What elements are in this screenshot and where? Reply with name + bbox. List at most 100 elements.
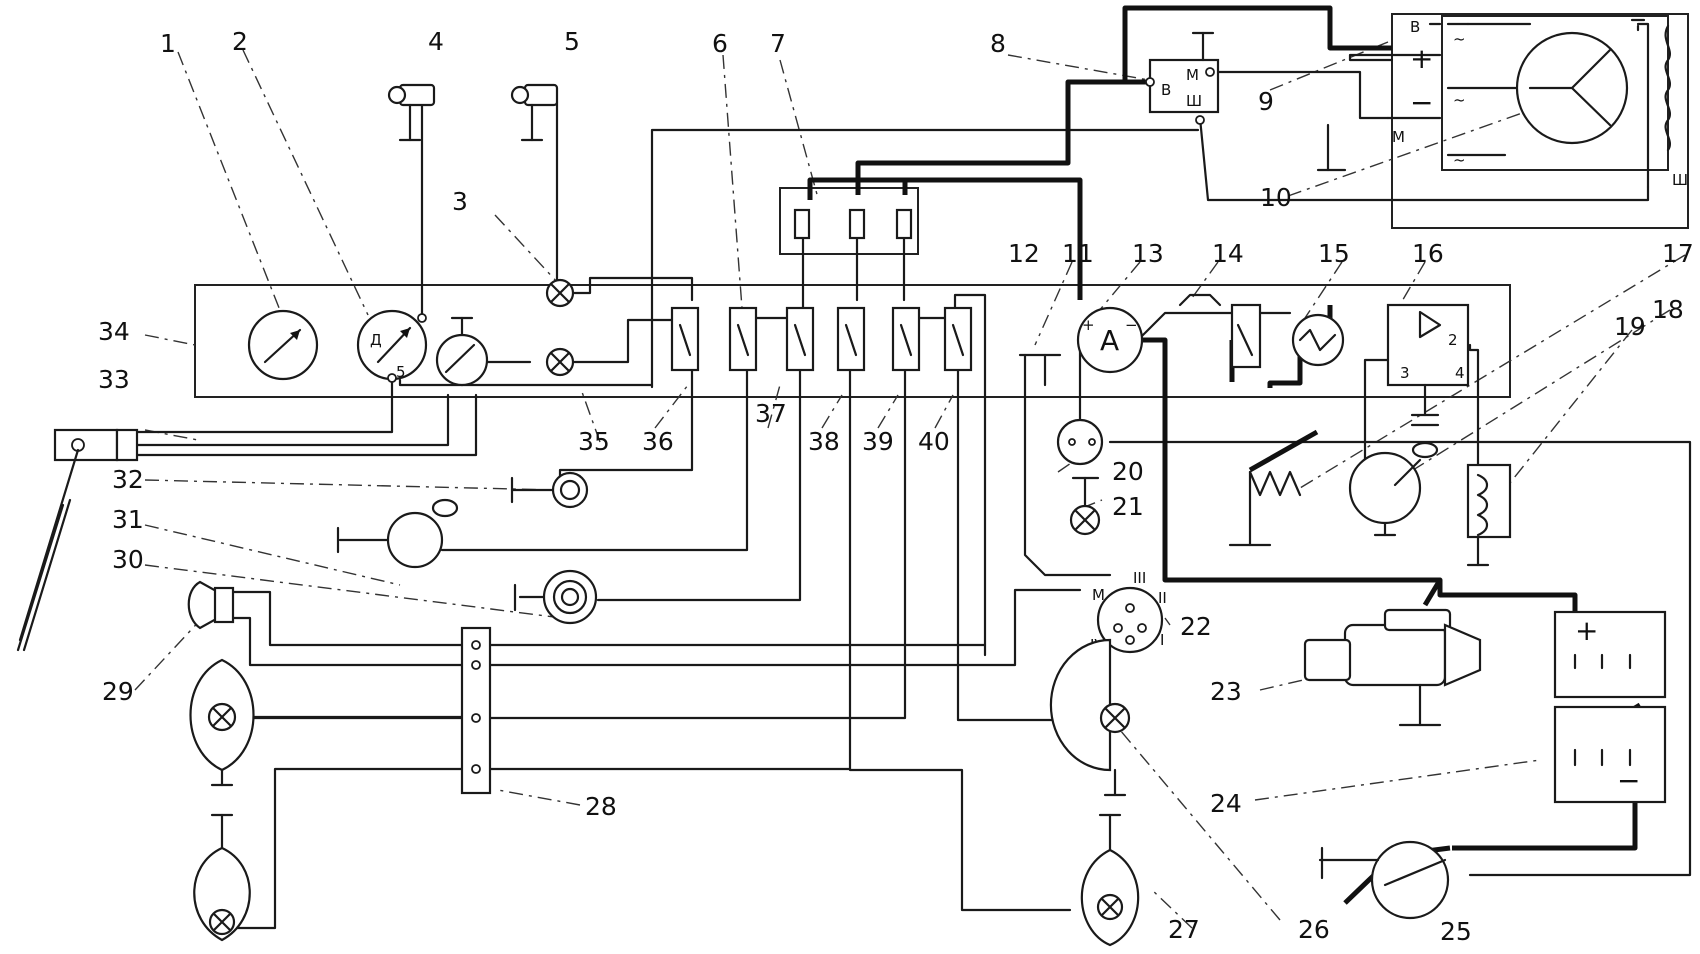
relay-m-label: М [1186,66,1199,84]
label-34: 34 [98,317,130,346]
headlight-icon-left [189,658,255,787]
label-23: 23 [1210,677,1242,706]
horn-icon-29 [187,580,235,630]
gauge-d-label: Д [370,331,382,349]
ign-2-label: II [1158,589,1167,607]
starter-motor-icon [1303,608,1482,727]
callout-labels: 1 2 3 4 5 6 7 8 9 10 11 12 13 14 15 16 1… [98,27,1694,946]
label-12: 12 [1008,239,1040,268]
generator-icon: В + − М ~ ~ ~ Ш [1316,18,1688,189]
label-33: 33 [98,365,130,394]
label-24: 24 [1210,789,1242,818]
foglamp-icon-left [193,813,251,942]
label-25: 25 [1440,917,1472,946]
sensor-icon-5 [510,83,559,142]
label-20: 20 [1112,457,1144,486]
label-37: 37 [755,399,787,428]
temperature-gauge-icon [1291,313,1345,367]
label-40: 40 [918,427,950,456]
capacitor-icon [1410,383,1440,427]
label-30: 30 [112,545,144,574]
connector-28 [460,626,492,795]
label-10: 10 [1260,183,1292,212]
gen-m-label: М [1392,128,1405,146]
gen-minus-label: − [1410,86,1433,119]
label-9: 9 [1258,87,1274,116]
ammeter-a-label: A [1100,324,1119,357]
label-4: 4 [428,27,444,56]
label-31: 31 [112,505,144,534]
fuel-gauge-icon: Д 5 [356,309,428,383]
label-39: 39 [862,427,894,456]
label-3: 3 [452,187,468,216]
relay-b-label: В [1161,81,1171,99]
label-28: 28 [585,792,617,821]
plug-icon-20 [1056,418,1104,466]
coil-icon-19 [1466,463,1512,567]
label-38: 38 [808,427,840,456]
label-14: 14 [1212,239,1244,268]
thin-wires [136,22,1692,930]
label-35: 35 [578,427,610,456]
label-1: 1 [160,29,176,58]
switch-icon-12 [1018,353,1062,387]
gen-ac-2: ~ [1453,91,1466,109]
ign-3-label: III [1133,569,1146,587]
label-32: 32 [112,465,144,494]
sensor-icon-4 [387,83,436,142]
connector-33 [53,428,139,462]
fuse-icon-13 [1178,293,1222,307]
headlight-icon-26 [1049,638,1131,797]
gauge-5-label: 5 [396,363,406,381]
label-16: 16 [1412,239,1444,268]
gen-ac-3: ~ [1453,151,1466,169]
relay-regulator: В М Ш [1145,31,1220,125]
ammeter-plus-label: + [1082,316,1095,334]
ign-m-label: М [1092,586,1105,604]
lamp-icon-3 [545,278,575,308]
label-7: 7 [770,29,786,58]
label-8: 8 [990,29,1006,58]
instrument-panel [194,284,1511,398]
label-17: 17 [1662,239,1694,268]
horn-icon-17 [1228,470,1302,547]
label-36: 36 [642,427,674,456]
sw16-2-label: 2 [1448,331,1458,349]
label-6: 6 [712,29,728,58]
lamp-icon-32 [510,471,589,509]
fuse-icon [793,208,913,240]
battery-switch-icon [1318,840,1450,920]
battery-minus-label: − [1617,764,1640,797]
relay-icon-14 [1230,303,1262,369]
label-29: 29 [102,677,134,706]
ign-1-label: I [1160,631,1164,649]
sw16-3-label: 3 [1400,364,1410,382]
label-21: 21 [1112,492,1144,521]
lamp-icon-21 [1069,476,1101,536]
gen-b-label: В [1410,18,1420,36]
leader-lines [134,41,1686,929]
motor-icon-18 [1348,441,1439,537]
gen-plus-label: + [1410,42,1433,75]
label-2: 2 [232,27,248,56]
label-26: 26 [1298,915,1330,944]
relay-sh-label: Ш [1186,92,1202,110]
lamp-icon-27 [1080,813,1140,947]
label-15: 15 [1318,239,1350,268]
rheostat-icon [435,316,489,387]
switch-icon-16: 2 3 4 [1386,303,1470,387]
wiper-arm-icon [16,448,80,652]
lamp-icon-35 [545,347,575,377]
generator-housing [1391,13,1689,229]
battery-plus-label: + [1575,614,1598,647]
battery-icon: + − [1553,610,1667,804]
gen-ac-1: ~ [1453,30,1466,48]
gauge-icon [247,309,319,381]
lamp-icon-30 [513,569,598,625]
label-18: 18 [1652,295,1684,324]
label-5: 5 [564,27,580,56]
sw16-4-label: 4 [1455,364,1465,382]
fuse-block-7 [779,187,919,255]
ammeter-minus-label: − [1125,316,1138,334]
